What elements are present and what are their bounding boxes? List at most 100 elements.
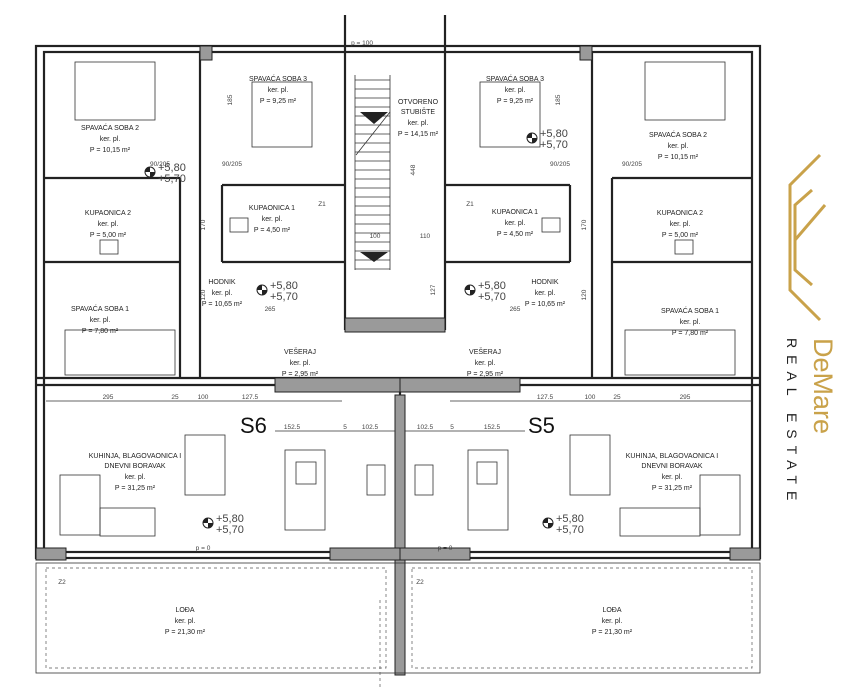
room-name: KUPAONICA 2: [657, 210, 703, 217]
level-upper: +5,80: [556, 513, 584, 525]
level-lower: +5,70: [216, 524, 244, 536]
room-floor: ker. pl.: [268, 87, 289, 94]
dim-label: 110: [420, 233, 431, 240]
dim-label: 295: [680, 394, 691, 401]
dim-label: 5: [450, 424, 454, 431]
dim-label: 295: [103, 394, 114, 401]
room-name: LOĐA: [602, 607, 621, 614]
room-area: P = 9,25 m²: [497, 98, 534, 105]
room-area: P = 31,25 m²: [652, 485, 693, 492]
level-lower: +5,70: [540, 139, 568, 151]
room-name: SPAVAĆA SOBA 1: [71, 304, 129, 313]
stair-name-2: STUBIŠTE: [401, 107, 436, 116]
room-area: P = 7,80 m²: [82, 328, 119, 335]
room-name: HODNIK: [208, 279, 236, 286]
dim-label: 102.5: [417, 424, 434, 431]
room-area: P = 5,00 m²: [662, 232, 699, 239]
dim-label: 185: [555, 94, 562, 105]
level-marker: +5,80+5,70: [542, 513, 584, 536]
stair-floor: ker. pl.: [408, 120, 429, 127]
level-lower: +5,70: [270, 291, 298, 303]
dim-label: 265: [510, 306, 521, 313]
room-area: P = 9,25 m²: [260, 98, 297, 105]
dim-label: 152.5: [284, 424, 301, 431]
zone-label: Z2: [58, 579, 66, 586]
room-floor: ker. pl.: [262, 216, 283, 223]
zone-label: Z2: [416, 579, 424, 586]
room-area: P = 21,30 m²: [165, 629, 206, 636]
level-marker: +5,80+5,70: [526, 128, 568, 151]
stair-name: OTVORENO: [398, 99, 439, 106]
room-floor: ker. pl.: [98, 221, 119, 228]
room-floor: ker. pl.: [670, 221, 691, 228]
room-area: P = 10,65 m²: [525, 301, 566, 308]
dim-label: 100: [370, 233, 381, 240]
furniture: [59, 61, 741, 537]
room-name: KUPAONICA 1: [492, 209, 538, 216]
room-name: SPAVAĆA SOBA 3: [486, 74, 544, 83]
room-name: SPAVAĆA SOBA 3: [249, 74, 307, 83]
room-label-bedroom-1-right: SPAVAĆA SOBA 1 ker. pl. P = 7,80 m²: [661, 306, 719, 337]
room-floor: ker. pl.: [475, 360, 496, 367]
room-floor: ker. pl.: [602, 618, 623, 625]
logo-brand-name: DeMare: [808, 338, 838, 435]
level-lower: +5,70: [478, 291, 506, 303]
dim-label: 448: [410, 164, 417, 175]
room-floor: ker. pl.: [290, 360, 311, 367]
dimensions: 295 25 100 127.5 127.5 100 25 295 152.5 …: [46, 40, 752, 586]
stair-area: P = 14,15 m²: [398, 131, 439, 138]
room-name: SPAVAĆA SOBA 2: [649, 130, 707, 139]
room-name: VEŠERAJ: [469, 347, 501, 356]
level-upper: +5,80: [158, 162, 186, 174]
room-name-2: DNEVNI BORAVAK: [104, 463, 166, 470]
room-area: P = 4,50 m²: [497, 231, 534, 238]
room-area: P = 10,65 m²: [202, 301, 243, 308]
room-label-hallway-left: HODNIK ker. pl. P = 10,65 m²: [202, 279, 243, 308]
room-area: P = 2,95 m²: [467, 371, 504, 378]
room-floor: ker. pl.: [668, 143, 689, 150]
room-area: P = 7,80 m²: [672, 330, 709, 337]
room-label-laundry-left: VEŠERAJ ker. pl. P = 2,95 m²: [282, 347, 319, 378]
dim-label: 170: [200, 219, 207, 230]
room-name: SPAVAĆA SOBA 2: [81, 123, 139, 132]
room-label-bedroom-2-right: SPAVAĆA SOBA 2 ker. pl. P = 10,15 m²: [649, 130, 707, 161]
room-name-2: DNEVNI BORAVAK: [641, 463, 703, 470]
unit-label-s5: S5: [528, 413, 555, 438]
unit-label-s6: S6: [240, 413, 267, 438]
room-label-loggia-left: LOĐA ker. pl. P = 21,30 m²: [165, 607, 206, 636]
room-area: P = 10,15 m²: [90, 147, 131, 154]
dim-label: 127: [430, 284, 437, 295]
level-marker: +5,80+5,70: [256, 280, 298, 303]
room-label-bathroom-2-left: KUPAONICA 2 ker. pl. P = 5,00 m²: [85, 210, 131, 239]
room-floor: ker. pl.: [125, 474, 146, 481]
level-marker: +5,80+5,70: [464, 280, 506, 303]
room-label-bedroom-2-left: SPAVAĆA SOBA 2 ker. pl. P = 10,15 m²: [81, 123, 139, 154]
level-markers: +5,80+5,70+5,80+5,70+5,80+5,70+5,80+5,70…: [144, 128, 584, 536]
loggia: [35, 562, 761, 690]
room-name: KUHINJA, BLAGOVAONICA I: [89, 453, 182, 460]
room-label-hallway-right: HODNIK ker. pl. P = 10,65 m²: [525, 279, 566, 308]
room-label-laundry-right: VEŠERAJ ker. pl. P = 2,95 m²: [467, 347, 504, 378]
dim-label: 185: [227, 94, 234, 105]
sill-label: p = 0: [438, 545, 453, 552]
demare-logo-mark: [788, 153, 827, 322]
room-area: P = 5,00 m²: [90, 232, 127, 239]
level-marker: +5,80+5,70: [144, 162, 186, 185]
dim-label: 127.5: [537, 394, 554, 401]
stairs: [354, 75, 391, 270]
room-floor: ker. pl.: [175, 618, 196, 625]
dim-label: 25: [171, 394, 179, 401]
level-upper: +5,80: [270, 280, 298, 292]
room-floor: ker. pl.: [212, 290, 233, 297]
room-label-stair: OTVORENO STUBIŠTE ker. pl. P = 14,15 m²: [398, 99, 439, 138]
room-name: KUPAONICA 2: [85, 210, 131, 217]
room-label-bedroom-1-left: SPAVAĆA SOBA 1 ker. pl. P = 7,80 m²: [71, 304, 129, 335]
room-name: KUPAONICA 1: [249, 205, 295, 212]
room-label-living-right: KUHINJA, BLAGOVAONICA I DNEVNI BORAVAK k…: [626, 453, 719, 492]
room-area: P = 4,50 m²: [254, 227, 291, 234]
room-floor: ker. pl.: [505, 87, 526, 94]
door-label: 90/205: [550, 161, 570, 168]
room-floor: ker. pl.: [100, 136, 121, 143]
room-name: SPAVAĆA SOBA 1: [661, 306, 719, 315]
